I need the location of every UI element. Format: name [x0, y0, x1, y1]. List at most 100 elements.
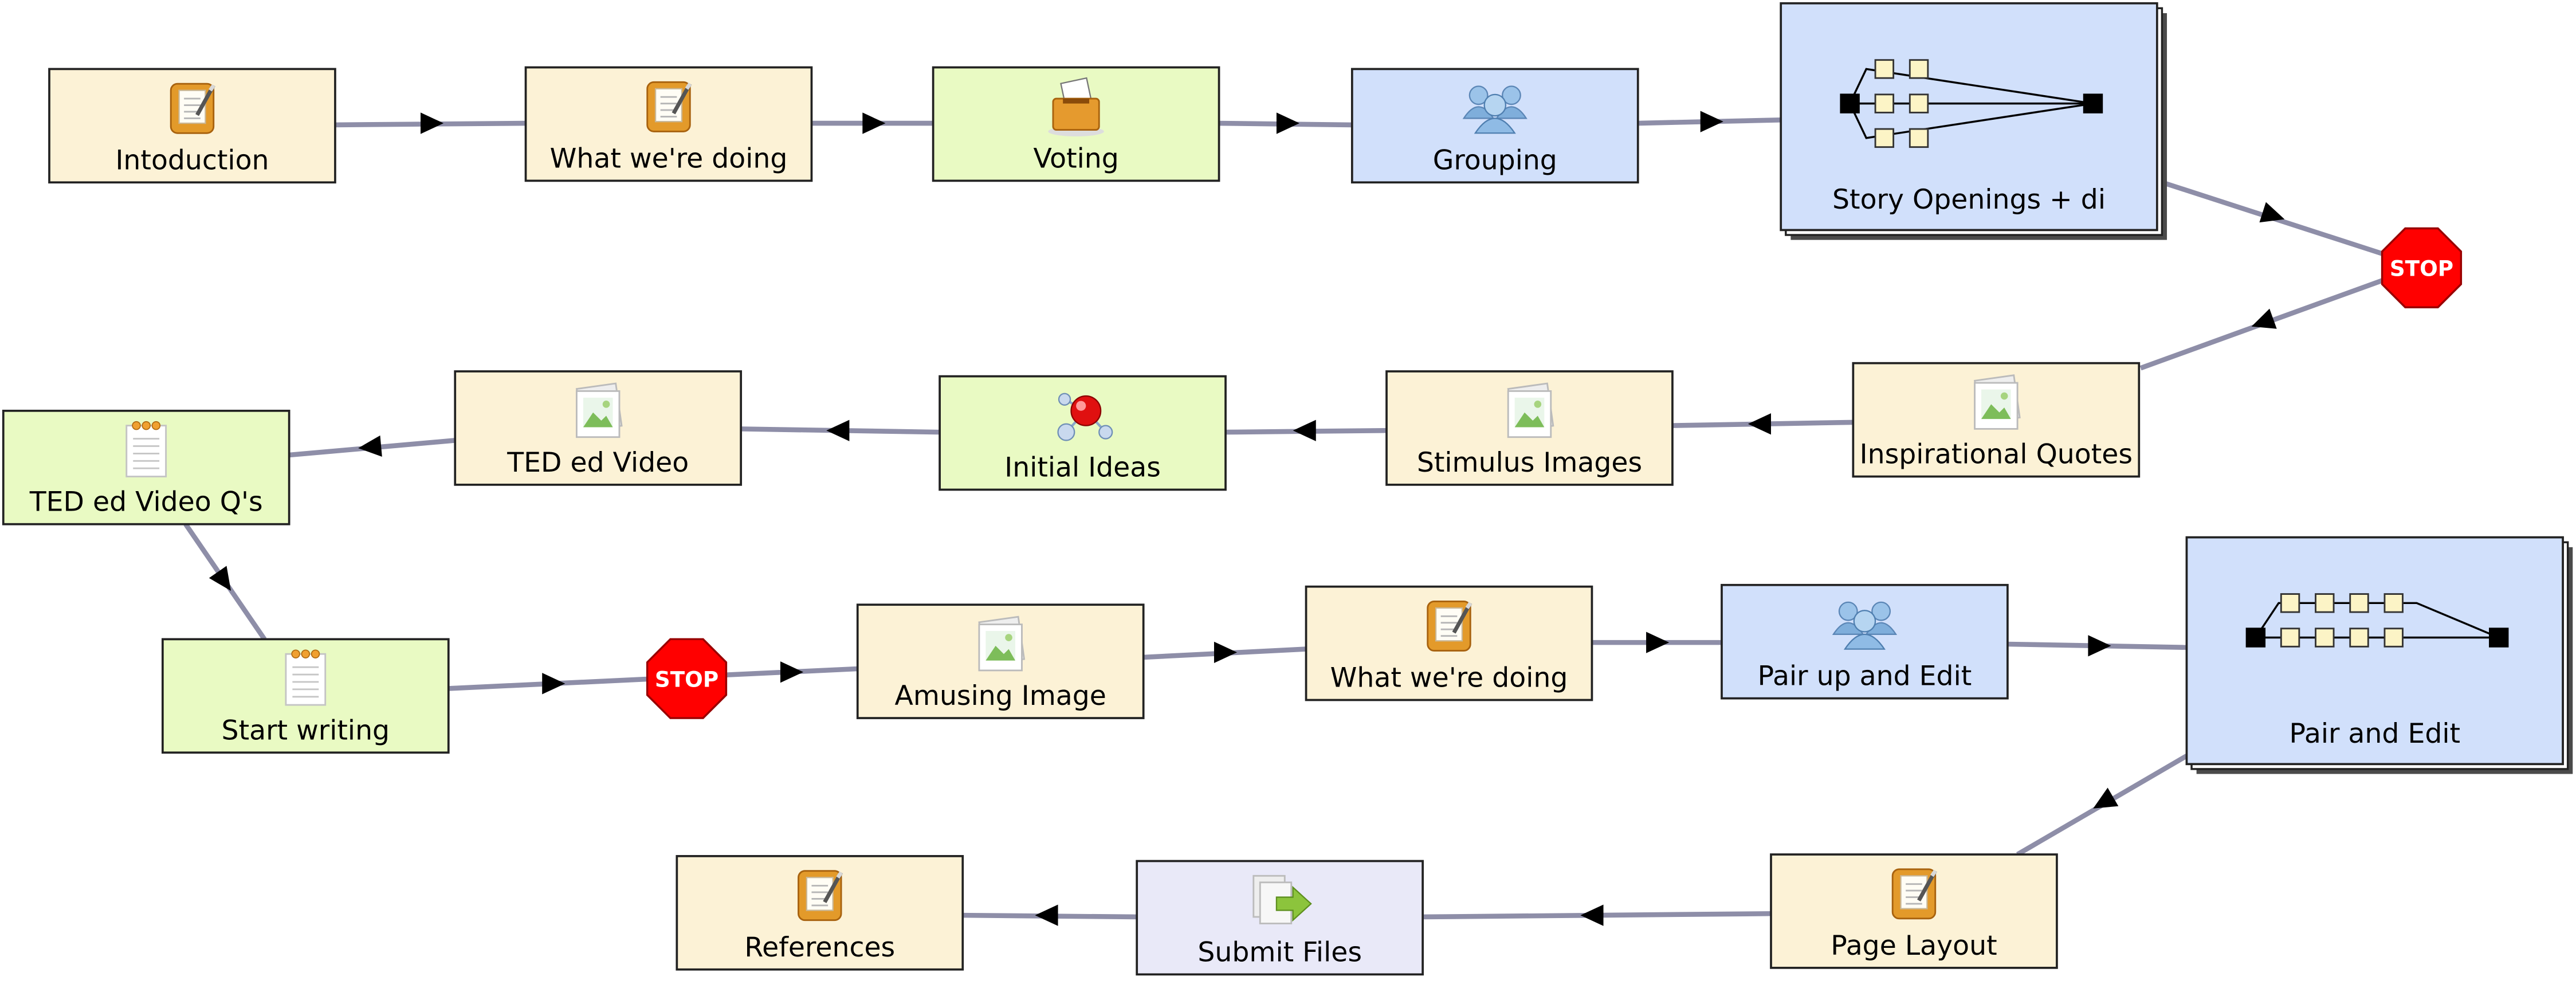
activity-label: Submit Files [1197, 936, 1362, 968]
activity-a1[interactable]: Intoduction [48, 68, 336, 184]
arrow-head-icon [2093, 787, 2119, 809]
activity-label: Page Layout [1831, 930, 1997, 962]
activity-label: References [744, 932, 895, 963]
arrow-head-icon [2088, 635, 2111, 657]
activity-label: TED ed Video Q's [29, 487, 263, 518]
notepad-icon [125, 421, 167, 477]
connector-16 [2007, 635, 2187, 657]
arrow-head-icon [2259, 202, 2285, 223]
connector-18 [1423, 904, 1772, 926]
activity-a14[interactable]: Pair up and Edit [1721, 583, 2009, 700]
arrow-head-icon [1646, 632, 1670, 653]
arrow-head-icon [358, 435, 382, 457]
connector-8 [1225, 419, 1387, 441]
connector-14 [1143, 641, 1306, 663]
arrow-head-icon [1276, 112, 1300, 134]
activity-label: Initial Ideas [1004, 452, 1161, 484]
connector-10 [287, 435, 455, 458]
activity-label: What we're doing [550, 143, 788, 174]
activity-a10[interactable]: TED ed Video Q's [2, 409, 290, 526]
activity-label: Amusing Image [895, 680, 1106, 712]
notebook-icon [646, 81, 692, 132]
activity-a11[interactable]: Start writing [162, 638, 450, 754]
notebook-icon [1891, 868, 1937, 920]
activity-a15[interactable]: Pair and Edit [2185, 536, 2573, 774]
connector-15 [1592, 632, 1722, 653]
connector-7 [1672, 413, 1854, 435]
arrow-head-icon [780, 661, 804, 683]
molecule-icon [1057, 393, 1113, 441]
arrow-head-icon [1214, 641, 1238, 663]
activity-a5[interactable]: Story Openings + di [1780, 2, 2167, 240]
arrow-head-icon [2251, 308, 2277, 329]
activity-a7[interactable]: Stimulus Images [1385, 370, 1674, 486]
connector-9 [739, 419, 940, 441]
ballot-box-icon [1048, 77, 1104, 136]
stop-label: STOP [2390, 256, 2453, 281]
activity-label: Story Openings + di [1832, 184, 2106, 215]
connector-1 [333, 112, 526, 134]
activity-a2[interactable]: What we're doing [524, 66, 813, 182]
notepad-icon [285, 649, 327, 706]
activity-label: Voting [1033, 143, 1118, 174]
activity-a17[interactable]: Submit Files [1136, 860, 1424, 976]
activity-a3[interactable]: Voting [932, 66, 1220, 182]
branching-icon [1840, 59, 2103, 148]
notebook-icon [1427, 601, 1472, 652]
connector-13 [716, 661, 858, 683]
arrow-head-icon [1700, 111, 1723, 132]
activity-label: Grouping [1433, 144, 1557, 176]
activity-a8[interactable]: Initial Ideas [938, 375, 1227, 491]
stop-sign-icon[interactable]: STOP [646, 638, 728, 719]
activity-a4[interactable]: Grouping [1350, 68, 1639, 184]
activity-label: What we're doing [1330, 662, 1568, 694]
arrow-head-icon [1748, 413, 1772, 435]
connectors-layer [183, 111, 2386, 926]
arrow-head-icon [862, 112, 886, 134]
submit-files-icon [1252, 875, 1312, 924]
activity-a16[interactable]: Page Layout [1770, 853, 2058, 969]
activity-a12[interactable]: Amusing Image [856, 603, 1145, 719]
activity-a18[interactable]: References [676, 855, 964, 971]
activity-box[interactable] [938, 375, 1227, 491]
activity-label: Start writing [222, 715, 390, 746]
connector-6 [2139, 277, 2386, 371]
stop-label: STOP [655, 667, 718, 692]
connector-12 [448, 673, 658, 695]
connector-5 [2156, 178, 2386, 257]
image-icon [1973, 374, 2021, 430]
activity-label: Pair up and Edit [1758, 661, 1972, 692]
branching-icon [2245, 593, 2509, 648]
image-icon [575, 382, 623, 438]
image-icon [1507, 382, 1554, 438]
people-group-icon [1832, 601, 1898, 650]
activity-box[interactable] [1780, 2, 2158, 232]
arrow-head-icon [1580, 904, 1604, 926]
arrow-head-icon [421, 112, 444, 134]
arrow-head-icon [542, 673, 566, 695]
activity-label: Stimulus Images [1417, 447, 1642, 479]
image-icon [978, 615, 1026, 672]
activity-label: TED ed Video [506, 447, 689, 479]
arrow-head-icon [1035, 904, 1058, 926]
stop-sign-icon[interactable]: STOP [2381, 227, 2463, 308]
activity-a9[interactable]: TED ed Video [454, 370, 743, 486]
activity-label: Pair and Edit [2289, 718, 2460, 750]
activity-label: Inspirational Quotes [1860, 439, 2133, 470]
connector-2 [810, 112, 933, 134]
connector-19 [963, 904, 1137, 926]
connector-3 [1217, 112, 1352, 134]
arrow-head-icon [209, 566, 231, 591]
activity-box[interactable] [2185, 536, 2564, 766]
connector-17 [2016, 754, 2188, 857]
people-group-icon [1462, 85, 1527, 134]
activity-label: Intoduction [115, 144, 269, 176]
connector-4 [1638, 111, 1781, 132]
activity-a13[interactable]: What we're doing [1305, 585, 1593, 701]
activity-a6[interactable]: Inspirational Quotes [1852, 362, 2141, 478]
arrow-head-icon [826, 419, 850, 441]
arrow-head-icon [1293, 419, 1316, 441]
